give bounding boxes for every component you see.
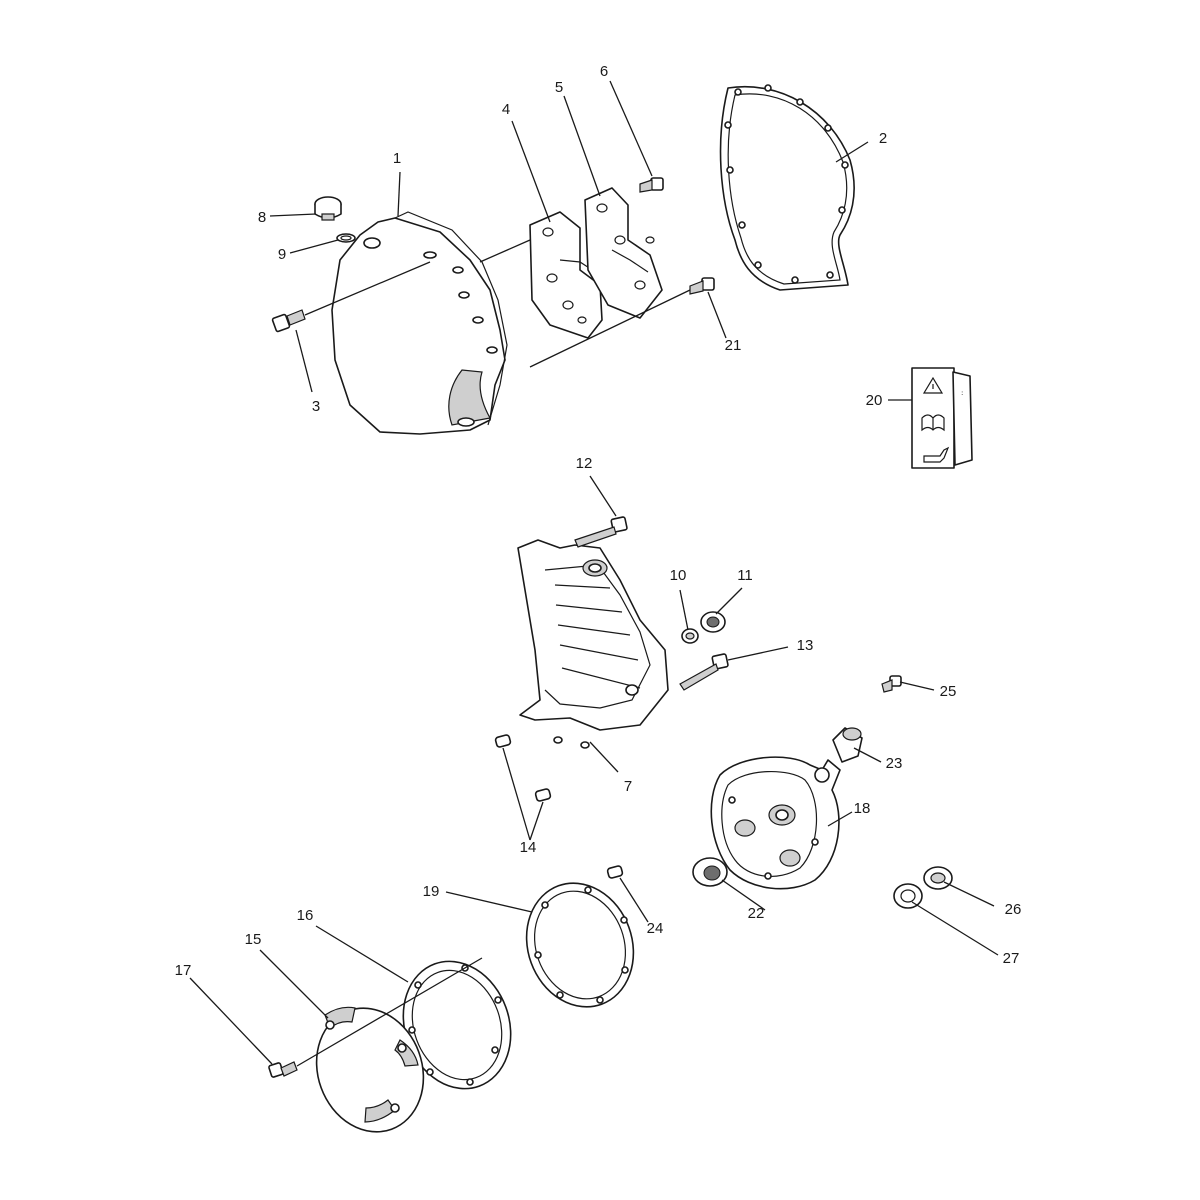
part-5-bracket [584,187,663,319]
callout-27: 27 [1003,950,1020,967]
callout-11: 11 [737,567,753,584]
part-23-fitting [832,727,863,763]
open-book-icon [921,414,945,432]
part-12-bolt [574,516,628,548]
part-21-screw [529,277,715,368]
part-2-gasket [719,84,855,291]
callout-15: 15 [245,931,262,948]
callout-1: 1 [393,150,401,167]
callout-18: 18 [854,800,871,817]
part-10-bush [681,628,699,644]
callout-23: 23 [886,755,903,772]
callout-24: 24 [647,920,664,937]
part-4-bracket [529,211,603,339]
part-22-seal [692,857,728,887]
part-11-bearing [700,611,726,633]
part-8-filler-cap [314,196,342,221]
part-7-frame [517,539,669,749]
oil-can-icon [923,446,950,463]
callout-20: 20 [866,392,883,409]
callout-labels: 1 2 3 4 5 6 7 8 9 10 11 12 13 14 15 16 1… [175,63,1022,979]
warning-triangle-icon [922,376,944,394]
callout-4: 4 [502,101,510,118]
part-6-screw [639,177,664,193]
callout-6: 6 [600,63,608,80]
part-24-dowel [606,865,624,879]
callout-9: 9 [278,246,286,263]
callout-26: 26 [1005,901,1022,918]
part-13-bolt [679,653,729,691]
callout-21: 21 [725,337,742,354]
callout-22: 22 [748,905,765,922]
callout-13: 13 [797,637,814,654]
callout-2: 2 [879,130,887,147]
part-14-dowels [494,734,552,802]
callout-17: 17 [175,962,192,979]
part-26-plug [923,866,953,890]
decal-side-text: : [961,389,963,397]
callout-14: 14 [520,839,537,856]
callout-5: 5 [555,79,563,96]
alignment-line [479,239,531,263]
part-19-gasket [525,882,635,1008]
part-27-washer [893,883,923,909]
part-1-cover [331,211,508,435]
part-20-warning-decal: : [911,367,973,469]
callout-7: 7 [624,778,632,795]
callout-25: 25 [940,683,957,700]
callout-16: 16 [297,907,314,924]
part-3-screw [271,261,431,333]
callout-3: 3 [312,398,320,415]
callout-19: 19 [423,883,440,900]
part-9-o-ring [336,233,356,243]
part-18-housing [710,756,841,890]
callout-10: 10 [670,567,687,584]
callout-8: 8 [258,209,266,226]
callout-12: 12 [576,455,593,472]
leader-lines [189,80,999,1065]
part-17-screw [268,957,483,1078]
part-25-screw [881,675,902,693]
